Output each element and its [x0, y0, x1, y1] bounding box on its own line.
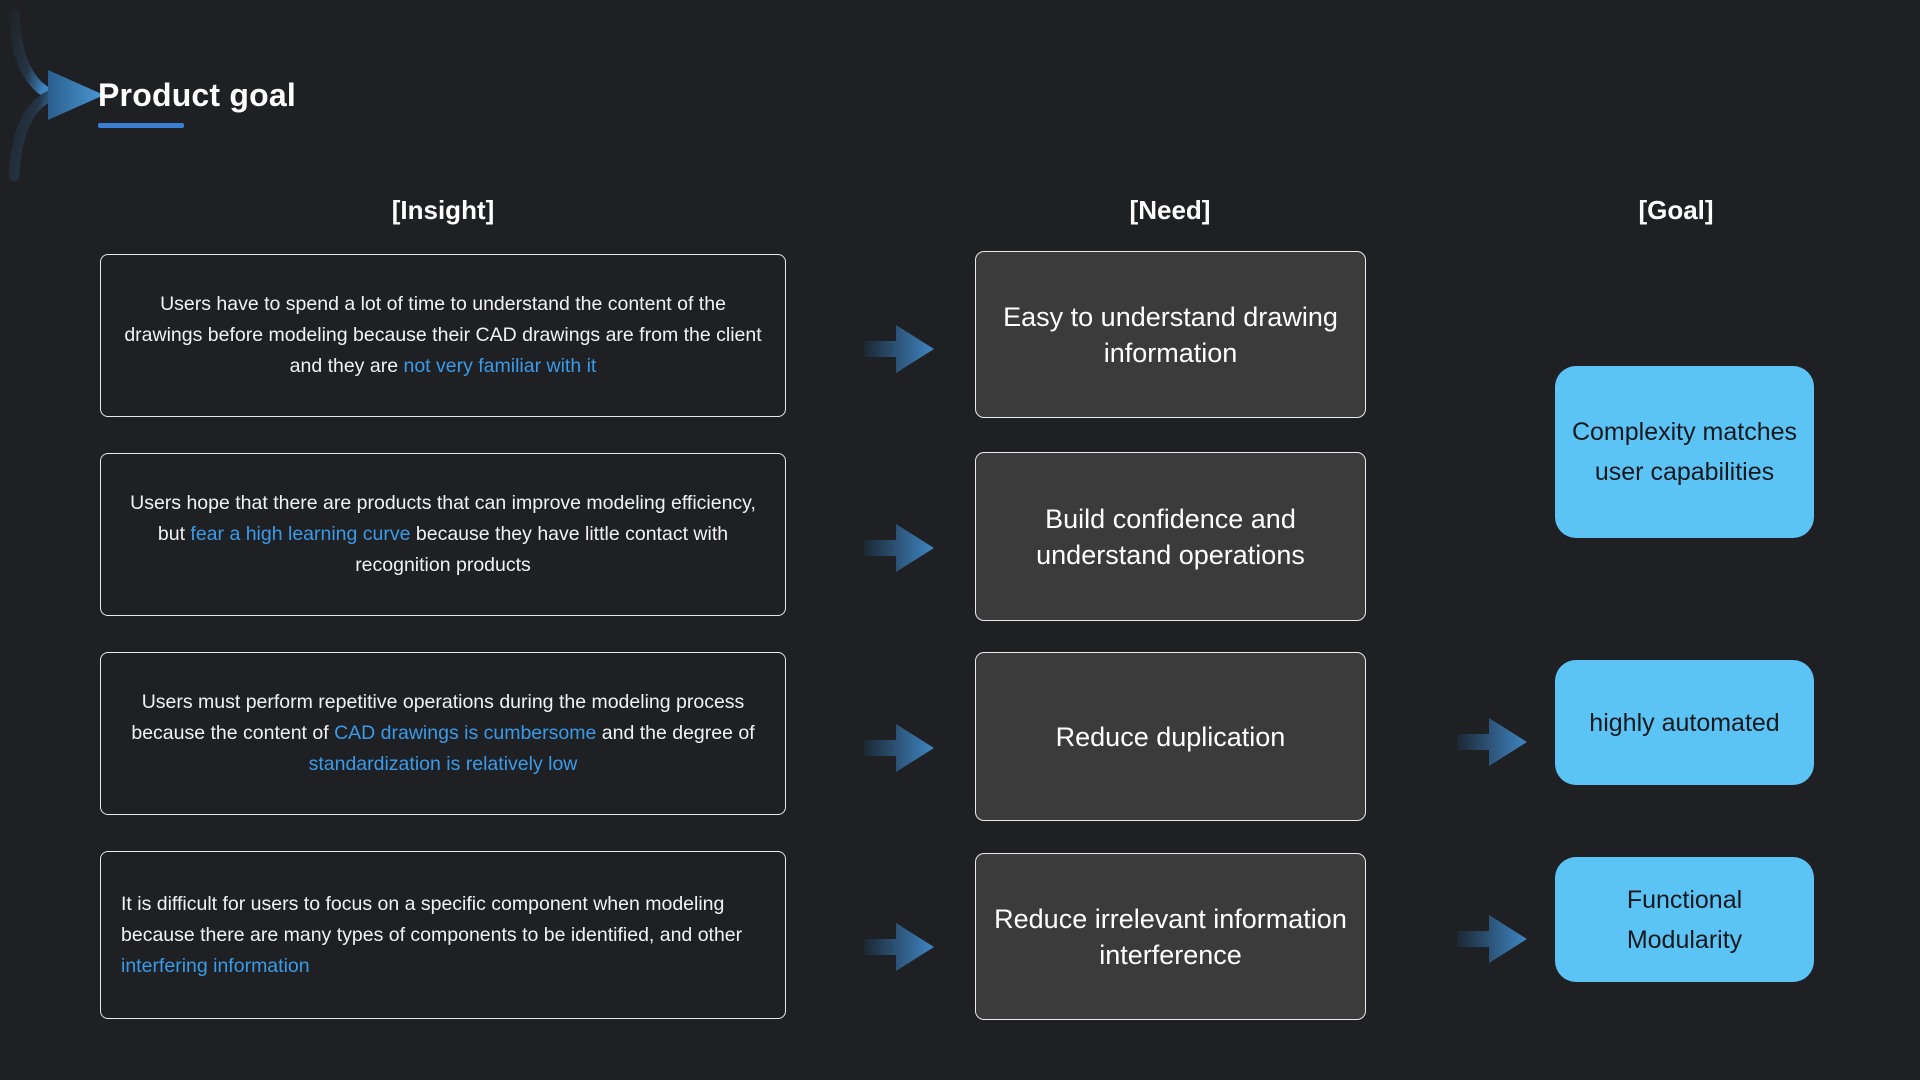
insight-plain: because they have little contact with re…: [355, 523, 729, 576]
insight-plain: It is difficult for users to focus on a …: [121, 892, 743, 946]
goal-card: highly automated: [1555, 660, 1814, 785]
insight-highlight: fear a high learning curve: [190, 523, 411, 545]
insight-text: It is difficult for users to focus on a …: [121, 889, 765, 982]
insight-text: Users have to spend a lot of time to und…: [123, 289, 763, 382]
goal-card: Functional Modularity: [1555, 857, 1814, 982]
insight-highlight: interfering information: [121, 954, 310, 977]
page-header: Product goal: [98, 77, 296, 129]
insight-card: Users have to spend a lot of time to und…: [100, 254, 786, 417]
page-title: Product goal: [98, 77, 296, 113]
need-card: Reduce irrelevant information interferen…: [975, 853, 1366, 1020]
merge-arrow-right-icon: [8, 8, 104, 182]
column-heading-goal: [Goal]: [1638, 195, 1714, 225]
column-heading-need: [Need]: [1129, 195, 1211, 225]
insight-plain: Users have to spend a lot of time to und…: [124, 293, 762, 377]
insight-plain: and the degree of: [596, 722, 755, 744]
insight-plain: Users hope that there are products that …: [130, 492, 756, 545]
need-card: Build confidence and understand operatio…: [975, 452, 1366, 621]
need-card: Easy to understand drawing information: [975, 251, 1366, 418]
arrow-right-icon: [864, 524, 934, 572]
need-card: Reduce duplication: [975, 652, 1366, 821]
insight-highlight: CAD drawings is cumbersome: [334, 722, 597, 744]
insight-highlight: not very familiar with it: [403, 355, 597, 377]
arrow-right-icon: [864, 724, 934, 772]
insight-card: Users must perform repetitive operations…: [100, 652, 786, 815]
arrow-right-icon: [1457, 915, 1527, 963]
insight-card: It is difficult for users to focus on a …: [100, 851, 786, 1019]
arrow-right-icon: [864, 325, 934, 373]
title-accent-underline: [98, 123, 184, 129]
arrow-right-icon: [864, 923, 934, 971]
insight-card: Users hope that there are products that …: [100, 453, 786, 616]
insight-highlight: standardization is relatively low: [308, 753, 578, 775]
insight-text: Users hope that there are products that …: [123, 488, 763, 581]
insight-plain: Users must perform repetitive operations…: [131, 691, 745, 744]
goal-card: Complexity matches user capabilities: [1555, 366, 1814, 538]
column-heading-insight: [Insight]: [391, 195, 495, 225]
insight-text: Users must perform repetitive operations…: [123, 687, 763, 780]
arrow-right-icon: [1457, 718, 1527, 766]
